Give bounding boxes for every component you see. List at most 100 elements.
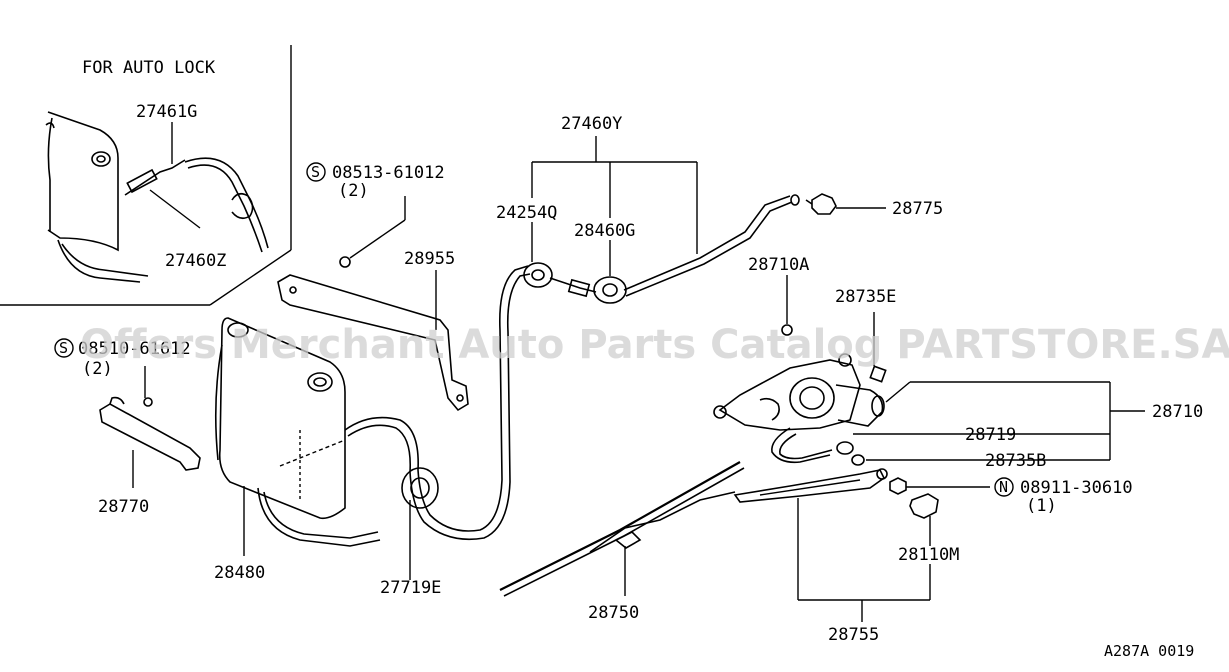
tank-wire-a [257, 487, 381, 547]
auto-lock-inset: FOR AUTO LOCK 27461G 27460Z [0, 45, 292, 306]
label-28750: 28750 [588, 603, 639, 623]
label-28110M: 28110M [898, 545, 959, 565]
hose-upper-b [625, 201, 793, 297]
inset-wire-a [184, 157, 269, 249]
label-28719: 28719 [965, 425, 1016, 445]
inset-wire-b [187, 164, 263, 253]
motor-mount-hole-b [838, 353, 852, 367]
label-08911: 08911-30610 [1020, 478, 1133, 498]
wiper-arm-28755 [733, 469, 886, 503]
hose-upper-a [623, 195, 791, 291]
nozzle-28775-group: 28775 [805, 193, 943, 219]
label-28775: 28775 [892, 199, 943, 219]
label-28735B: 28735B [985, 451, 1046, 471]
label-28710: 28710 [1152, 402, 1203, 422]
wiper-motor-28710: 28710A 28735E 28710 28719 28735B [713, 255, 1203, 471]
bracket-28770-group: S 08510-61612 (2) 28770 [54, 338, 201, 517]
symbol-n-08911 [994, 477, 1014, 497]
washer-hose-group: 27719E [344, 265, 531, 598]
symbol-n-08911-text: N [999, 478, 1008, 496]
washer-tank-28480: 28480 [214, 317, 381, 583]
symbol-s-08510-text: S [59, 339, 68, 357]
grommet-24254Q-inner [531, 269, 545, 281]
label-28460G: 28460G [574, 221, 635, 241]
inset-tank-corner [45, 122, 55, 129]
tank-cap-inner [313, 377, 327, 387]
label-24254Q: 24254Q [496, 203, 557, 223]
tank-mount-hole [227, 322, 249, 338]
nut-08911 [889, 477, 907, 495]
motor-crank [759, 397, 780, 421]
label-28735E: 28735E [835, 287, 896, 307]
label-08510: 08510-61612 [78, 339, 191, 359]
inset-grommet [231, 192, 254, 220]
bolt-28710A [781, 324, 793, 336]
grommet-28460G-inner [602, 283, 618, 297]
motor-gear-housing [789, 377, 835, 419]
leader-27460Z [149, 189, 201, 229]
watermark: Offers Merchant Auto Parts Catalog PARTS… [80, 322, 1229, 368]
inset-connector [124, 159, 186, 196]
inset-hose-lower [57, 239, 141, 283]
hose-joint [567, 278, 591, 298]
hose-27719E [344, 265, 529, 532]
hose-27719E-b [347, 273, 531, 541]
hose-assembly-27460Y: 27460Y 24254Q 28460G [496, 114, 800, 304]
wiper-arm-inner [759, 479, 861, 496]
motor-bracket [718, 359, 861, 431]
inset-hose-lower-b [61, 243, 149, 277]
grommet-27719E-inner [410, 477, 430, 499]
tank-left-edge [214, 344, 223, 461]
bolt-08510 [143, 397, 153, 407]
label-27460Z: 27460Z [165, 251, 226, 271]
cap-28110M [909, 493, 939, 519]
label-28710A: 28710A [748, 255, 809, 275]
tank-body [218, 317, 346, 520]
wiper-arm-group: N 08911-30610 (1) 28110M 28755 [733, 468, 1133, 645]
label-28480: 28480 [214, 563, 265, 583]
grommet-28460G [593, 276, 627, 304]
motor-end-cap [871, 395, 885, 417]
bracket-28955-group: S 08513-61012 (2) 28955 [277, 162, 469, 412]
nozzle-stem [805, 199, 813, 205]
tank-cap [307, 372, 333, 392]
motor-mount-hole-a [713, 405, 727, 419]
wiper-blade-28750: 28750 [499, 461, 745, 623]
clip-28735E [869, 365, 887, 383]
motor-harness-a [771, 427, 831, 464]
motor-body [835, 384, 884, 427]
bracket-28770-tab [109, 396, 125, 405]
label-28955: 28955 [404, 249, 455, 269]
label-28755: 28755 [828, 625, 879, 645]
grommet-28719 [836, 441, 854, 455]
hose-mid [549, 277, 597, 293]
tank-wire-b [263, 491, 379, 539]
blade-rubber [499, 461, 741, 591]
wiper-arm-pivot [876, 468, 888, 480]
inset-title: FOR AUTO LOCK [82, 58, 216, 78]
inset-tank-side [47, 117, 53, 232]
leader-08513 [349, 219, 406, 259]
inset-sensor-27460Z [126, 168, 158, 194]
label-08911-qty: (1) [1026, 496, 1057, 516]
nozzle-28775 [811, 193, 837, 215]
inset-tank-cap-inner [96, 155, 106, 163]
symbol-s-08513 [306, 162, 326, 182]
label-27461G: 27461G [136, 102, 197, 122]
label-08510-qty: (2) [82, 359, 113, 379]
inset-tank-cap [91, 151, 111, 167]
motor-harness-b [779, 433, 833, 460]
label-27719E: 27719E [380, 578, 441, 598]
inset-border-diagonal [209, 249, 292, 306]
bracket-28955-hole [289, 286, 297, 294]
hose-end [790, 194, 800, 206]
grommet-27719E [401, 467, 439, 509]
diagram-code: A287A 0019 [1104, 642, 1194, 660]
grommet-24254Q [523, 262, 553, 288]
bolt-08513 [339, 256, 351, 268]
tank-dash [279, 439, 346, 467]
clip-28735B [851, 454, 865, 466]
blade-center-clip [614, 531, 642, 549]
bracket-28955-hole-b [456, 394, 464, 402]
motor-gear-inner [799, 386, 825, 410]
